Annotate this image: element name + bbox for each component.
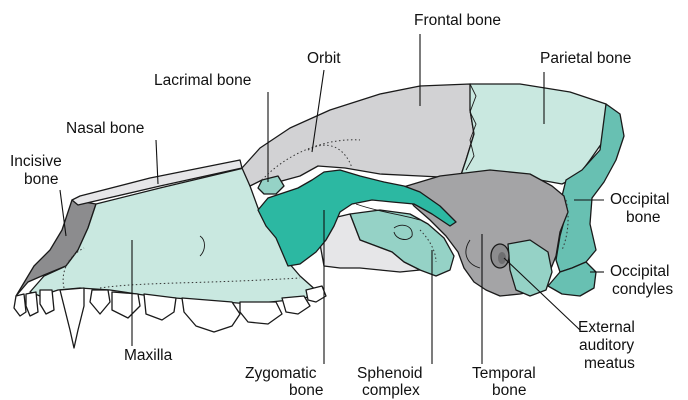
incisor-tooth: [14, 294, 26, 316]
label-frontal-bone: Frontal bone: [414, 12, 501, 29]
label-orbit: Orbit: [307, 50, 341, 67]
label-external-auditory-line2: auditory: [579, 337, 634, 354]
label-external-auditory-line1: External: [578, 319, 635, 336]
frontal-bone-shape: [242, 84, 480, 186]
label-zygomatic-bone-line2: bone: [289, 382, 323, 399]
premolar-tooth: [112, 292, 140, 318]
label-sphenoid-complex-line2: complex: [362, 382, 420, 399]
canine-tooth: [60, 288, 84, 348]
label-temporal-bone-line1: Temporal: [472, 365, 536, 382]
label-nasal-bone: Nasal bone: [66, 120, 144, 137]
label-zygomatic-bone-line1: Zygomatic: [245, 365, 317, 382]
premolar-tooth: [90, 290, 110, 314]
incisor-tooth: [40, 290, 54, 314]
label-lacrimal-bone: Lacrimal bone: [154, 72, 251, 89]
label-incisive-bone-line2: bone: [24, 171, 58, 188]
label-parietal-bone: Parietal bone: [540, 50, 631, 67]
molar-tooth: [282, 296, 310, 314]
label-temporal-bone-line2: bone: [492, 382, 526, 399]
label-sphenoid-complex-line1: Sphenoid: [357, 365, 423, 382]
molar-tooth: [240, 302, 282, 324]
label-external-auditory-line3: meatus: [584, 355, 635, 372]
label-occipital-condyles-line1: Occipital: [610, 263, 669, 280]
label-maxilla: Maxilla: [124, 347, 173, 364]
carnassial-tooth: [182, 298, 240, 332]
ear-canal-inner: [498, 252, 506, 264]
incisor-tooth: [26, 292, 38, 316]
label-occipital-bone-line1: Occipital: [610, 191, 669, 208]
label-occipital-bone-line2: bone: [626, 209, 660, 226]
premolar-tooth: [144, 294, 176, 320]
label-incisive-bone-line1: Incisive: [10, 153, 62, 170]
label-occipital-condyles-line2: condyles: [612, 281, 673, 298]
